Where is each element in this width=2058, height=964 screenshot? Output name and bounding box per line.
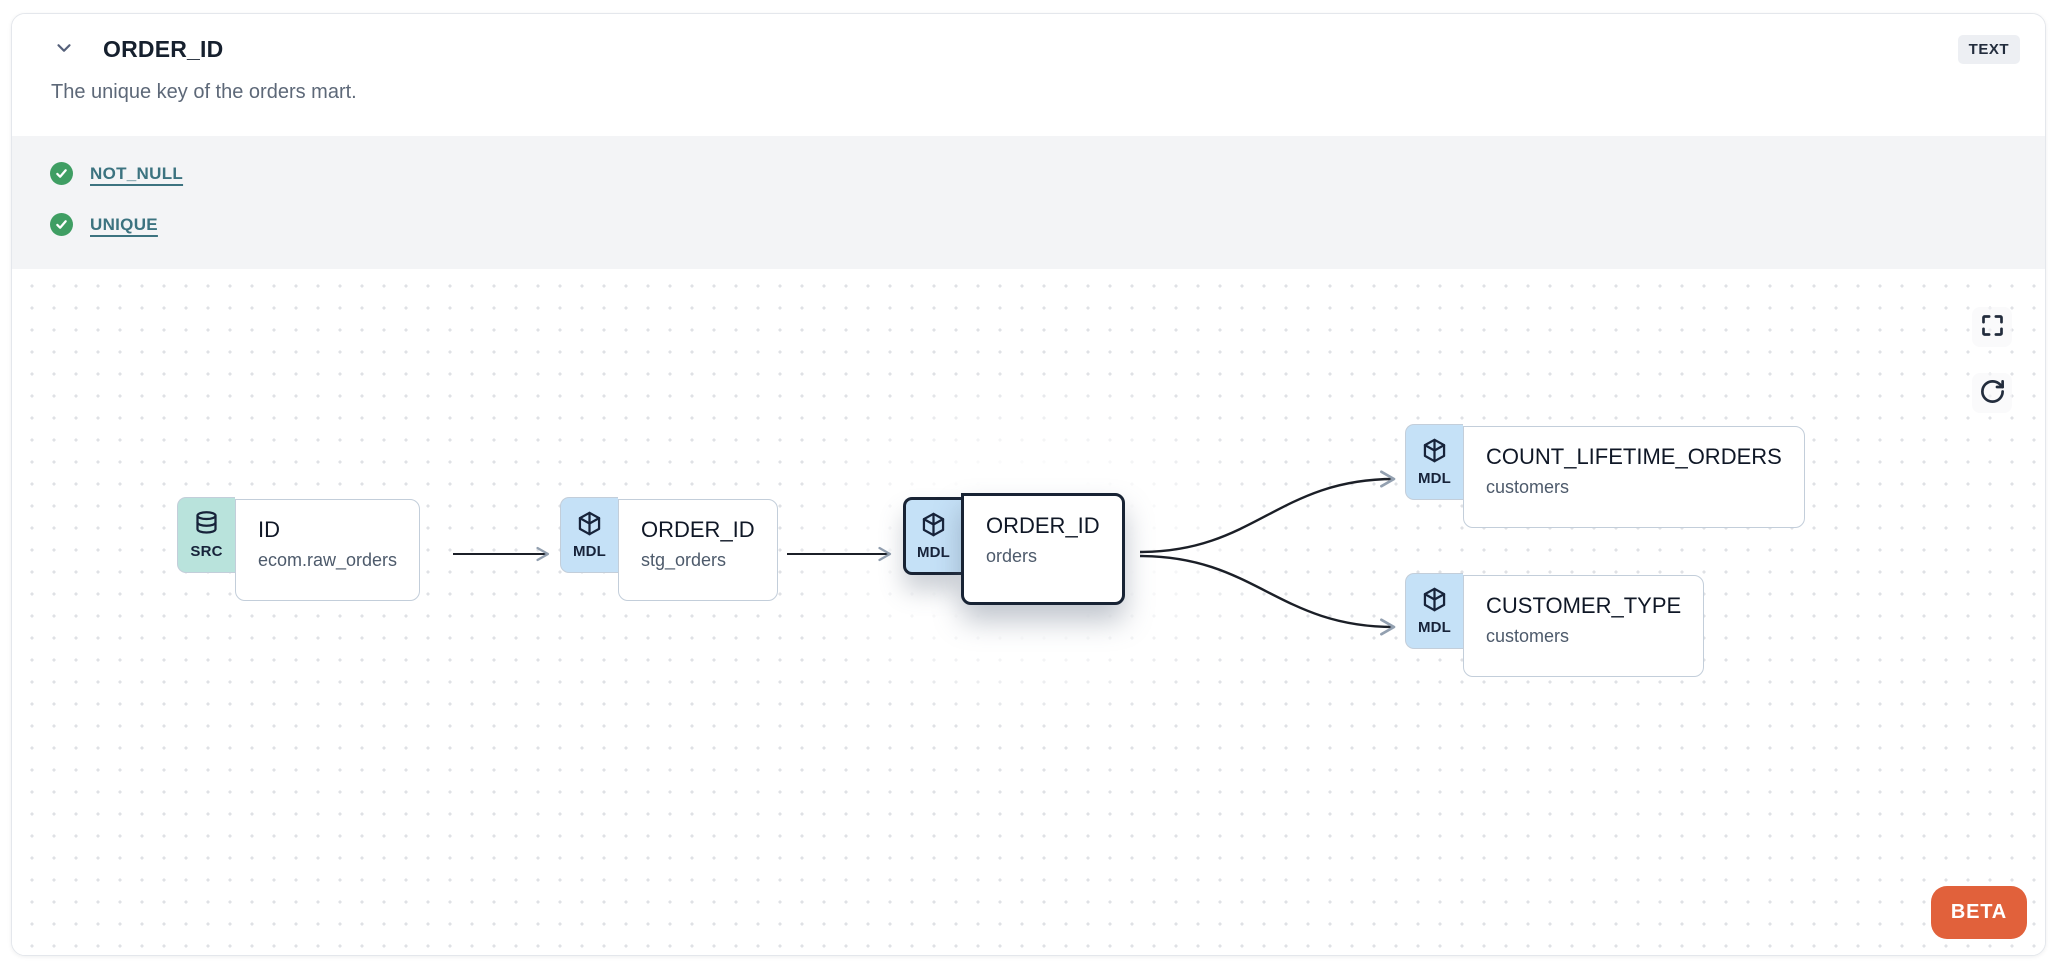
lineage-node-order-id-stg-orders[interactable]: MDL ORDER_ID stg_orders [560, 497, 778, 601]
node-type-label: MDL [1417, 470, 1452, 487]
node-subtitle: customers [1486, 626, 1570, 646]
cube-icon [1421, 437, 1448, 469]
node-type-label: MDL [916, 544, 951, 561]
node-subtitle: stg_orders [641, 550, 727, 570]
tests-section: NOT_NULL UNIQUE [12, 136, 2045, 269]
node-title: ID [258, 517, 280, 542]
node-subtitle: orders [986, 546, 1038, 566]
node-title: COUNT_LIFETIME_ORDERS [1486, 444, 1782, 469]
column-description: The unique key of the orders mart. [51, 81, 357, 103]
check-circle-icon [50, 162, 73, 185]
cube-icon [920, 511, 947, 543]
collapse-toggle-button[interactable] [51, 37, 77, 63]
column-details-card: ORDER_ID TEXT The unique key of the orde… [11, 13, 2046, 956]
lineage-node-id-ecom-raw-orders[interactable]: SRC ID ecom.raw_orders [177, 497, 421, 601]
canvas-controls [1972, 307, 2012, 413]
database-icon [193, 510, 220, 542]
cube-icon [576, 510, 603, 542]
title-row: ORDER_ID TEXT [51, 35, 2020, 64]
beta-badge: BETA [1930, 886, 2027, 939]
lineage-node-count-lifetime-orders-customers[interactable]: MDL COUNT_LIFETIME_ORDERS customers [1405, 424, 1805, 528]
node-body: CUSTOMER_TYPE customers [1463, 575, 1705, 677]
lineage-edges [453, 470, 1396, 636]
fullscreen-icon [1979, 312, 2006, 342]
test-link-unique[interactable]: UNIQUE [90, 214, 158, 234]
test-link-not-null[interactable]: NOT_NULL [90, 163, 184, 183]
cube-icon [1421, 586, 1448, 618]
test-row: UNIQUE [50, 213, 2045, 236]
node-type-label: MDL [1417, 619, 1452, 636]
refresh-icon [1979, 378, 2006, 408]
lineage-node-customer-type-customers[interactable]: MDL CUSTOMER_TYPE customers [1405, 573, 1705, 677]
chevron-down-icon [53, 37, 75, 62]
lineage-node-order-id-orders-selected[interactable]: MDL ORDER_ID orders [903, 493, 1125, 605]
node-type-badge: MDL [903, 497, 961, 575]
node-type-badge: MDL [1405, 573, 1463, 649]
node-title: CUSTOMER_TYPE [1486, 593, 1682, 618]
node-subtitle: customers [1486, 477, 1570, 497]
node-title: ORDER_ID [986, 513, 1100, 538]
node-type-badge: SRC [177, 497, 235, 573]
fullscreen-button[interactable] [1972, 307, 2012, 347]
node-body: ID ecom.raw_orders [235, 499, 421, 601]
lineage-canvas[interactable]: SRC ID ecom.raw_orders MDL ORDER_ID stg_… [12, 269, 2045, 955]
header: ORDER_ID TEXT The unique key of the orde… [12, 14, 2045, 136]
node-type-label: MDL [572, 543, 607, 560]
node-body: COUNT_LIFETIME_ORDERS customers [1463, 426, 1805, 528]
node-body: ORDER_ID stg_orders [618, 499, 778, 601]
column-title: ORDER_ID [103, 36, 224, 62]
node-subtitle: ecom.raw_orders [258, 550, 398, 570]
refresh-button[interactable] [1972, 373, 2012, 413]
column-type-badge: TEXT [1957, 35, 2020, 64]
node-type-badge: MDL [1405, 424, 1463, 500]
test-row: NOT_NULL [50, 162, 2045, 185]
node-type-label: SRC [190, 543, 223, 560]
check-circle-icon [50, 213, 73, 236]
node-title: ORDER_ID [641, 517, 755, 542]
node-type-badge: MDL [560, 497, 618, 573]
node-body: ORDER_ID orders [961, 493, 1125, 605]
